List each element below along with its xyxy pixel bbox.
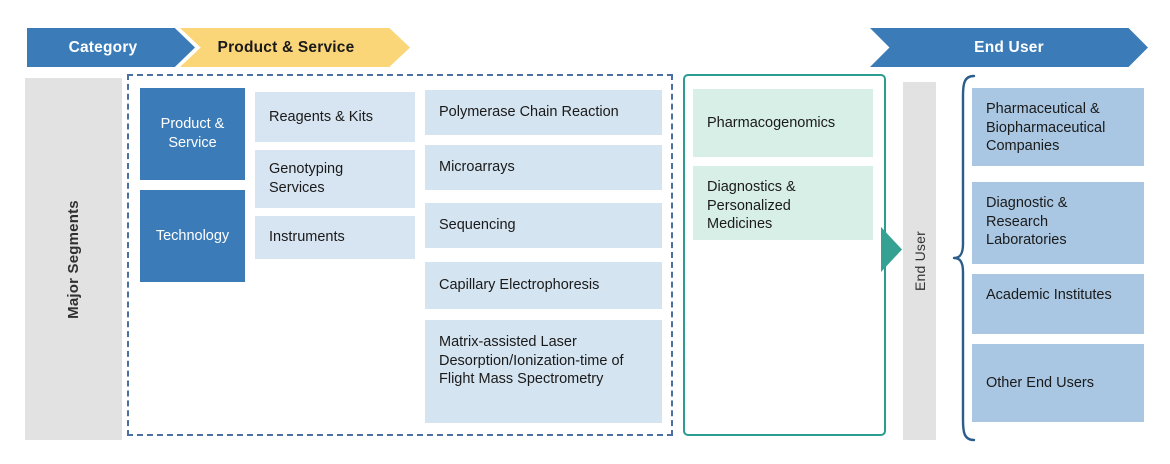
- end-user-item[interactable]: Other End Users: [972, 344, 1144, 422]
- technology-item-label: Matrix-assisted Laser Desorption/Ionizat…: [439, 334, 624, 388]
- major-segments-band: Major Segments: [25, 78, 122, 440]
- arrow-right-icon: [881, 227, 902, 272]
- technology-item[interactable]: Polymerase Chain Reaction: [425, 90, 662, 135]
- chevron-category-label: Category: [68, 38, 138, 56]
- segment-technology-label: Technology: [155, 227, 230, 244]
- segment-product-service[interactable]: Product & Service: [140, 88, 245, 180]
- chevron-product-service[interactable]: Product & Service: [180, 28, 410, 67]
- product-service-item[interactable]: Reagents & Kits: [255, 92, 415, 142]
- segment-technology[interactable]: Technology: [140, 190, 245, 282]
- application-item-label: Diagnostics & Personalized Medicines: [707, 179, 796, 233]
- chevron-end-user[interactable]: End User: [870, 28, 1148, 67]
- end-user-item[interactable]: Pharmaceutical & Biopharmaceutical Compa…: [972, 88, 1144, 166]
- end-user-band: End User: [903, 82, 936, 440]
- chevron-category[interactable]: Category: [27, 28, 195, 67]
- end-user-item[interactable]: Diagnostic & Research Laboratories: [972, 182, 1144, 264]
- chevron-end-user-label: End User: [974, 38, 1044, 56]
- segment-product-service-label: Product & Service: [160, 116, 225, 151]
- technology-item-label: Capillary Electrophoresis: [439, 277, 600, 294]
- application-item[interactable]: Pharmacogenomics: [693, 89, 873, 157]
- technology-item-label: Polymerase Chain Reaction: [439, 104, 619, 121]
- end-user-item-label: Pharmaceutical & Biopharmaceutical Compa…: [986, 101, 1106, 155]
- technology-item[interactable]: Sequencing: [425, 203, 662, 248]
- product-service-item-label: Genotyping Services: [269, 161, 344, 196]
- product-service-item-label: Reagents & Kits: [269, 108, 373, 125]
- end-user-band-label: End User: [911, 231, 928, 291]
- application-item-label: Pharmacogenomics: [707, 114, 836, 131]
- chevron-product-service-label: Product & Service: [217, 38, 355, 56]
- technology-item[interactable]: Capillary Electrophoresis: [425, 262, 662, 309]
- end-user-item[interactable]: Academic Institutes: [972, 274, 1144, 334]
- product-technology-group: [127, 74, 673, 436]
- product-service-item[interactable]: Genotyping Services: [255, 150, 415, 208]
- end-user-item-label: Other End Users: [986, 374, 1094, 391]
- product-service-item-label: Instruments: [269, 229, 345, 246]
- end-user-item-label: Academic Institutes: [986, 287, 1112, 303]
- application-item[interactable]: Diagnostics & Personalized Medicines: [693, 166, 873, 240]
- product-service-item[interactable]: Instruments: [255, 216, 415, 259]
- end-user-item-label: Diagnostic & Research Laboratories: [986, 195, 1068, 249]
- technology-item-label: Microarrays: [439, 159, 515, 176]
- technology-item[interactable]: Matrix-assisted Laser Desorption/Ionizat…: [425, 320, 662, 423]
- technology-item[interactable]: Microarrays: [425, 145, 662, 190]
- major-segments-label: Major Segments: [65, 199, 83, 319]
- technology-item-label: Sequencing: [439, 217, 516, 234]
